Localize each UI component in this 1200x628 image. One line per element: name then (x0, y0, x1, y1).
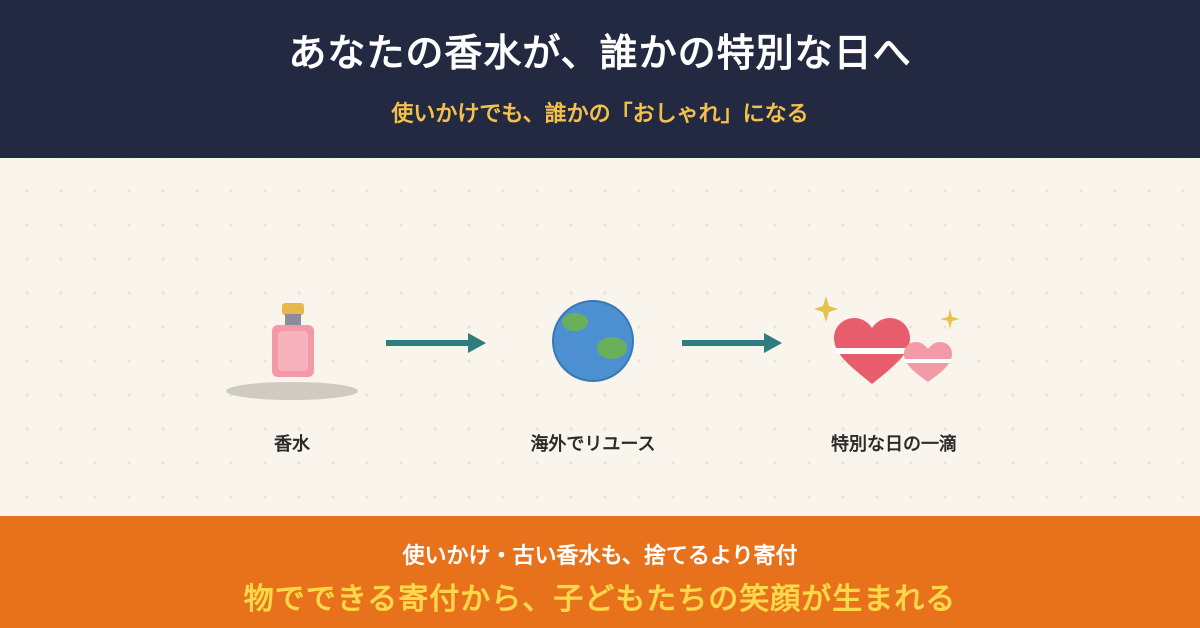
step-label-special-day: 特別な日の一滴 (831, 434, 957, 455)
step-label-perfume: 香水 (274, 434, 310, 455)
footer-line-2: 物でできる寄付から、子どもたちの笑顔が生まれる (243, 582, 957, 617)
sparkle-icon (940, 309, 960, 329)
perfume-bottle-icon (226, 303, 358, 400)
header-banner: あなたの香水が、誰かの特別な日へ 使いかけでも、誰かの「おしゃれ」になる (0, 0, 1200, 158)
footer-banner: 使いかけ・古い香水も、捨てるより寄付 物でできる寄付から、子どもたちの笑顔が生ま… (0, 516, 1200, 628)
page-subtitle: 使いかけでも、誰かの「おしゃれ」になる (391, 102, 809, 127)
arrow-right-icon (386, 333, 486, 353)
step-label-reuse: 海外でリユース (530, 434, 656, 455)
globe-icon (552, 300, 634, 382)
arrow-right-icon (682, 333, 782, 353)
flow-diagram (226, 296, 960, 400)
footer-line-1: 使いかけ・古い香水も、捨てるより寄付 (402, 544, 798, 569)
sparkle-icon (814, 296, 838, 322)
flow-section: 香水 海外でリユース 特別な日の一滴 (0, 158, 1200, 516)
page-title: あなたの香水が、誰かの特別な日へ (288, 31, 912, 75)
hearts-icon (834, 318, 952, 384)
